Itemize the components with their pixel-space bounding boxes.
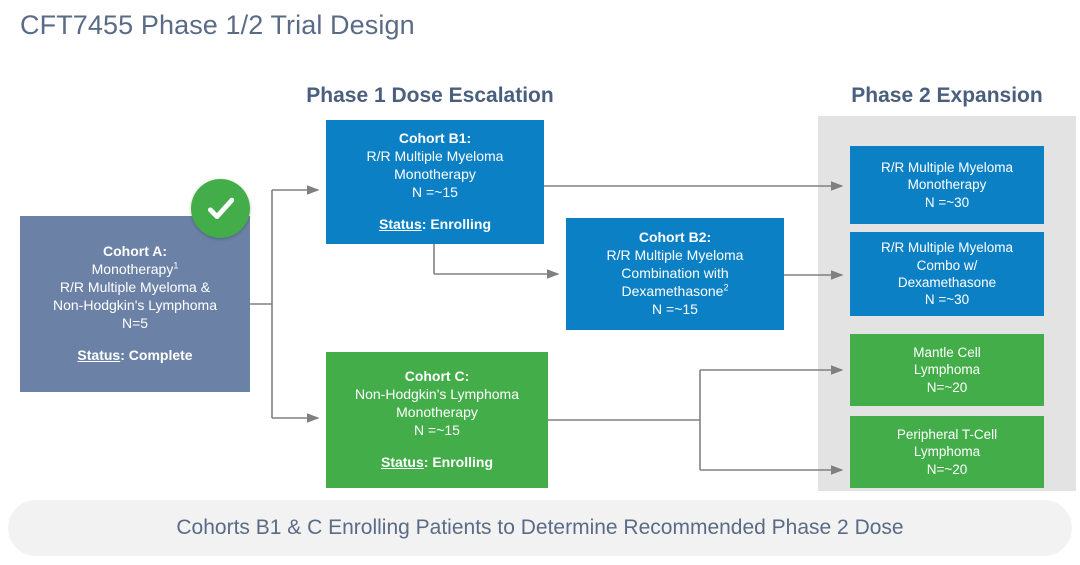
cohort-c-enrollment: N =~15: [414, 421, 460, 438]
cohort-b1-line-1: R/R Multiple Myeloma: [366, 148, 504, 165]
cohort-c-status-value: Enrolling: [432, 453, 494, 470]
phase2-mm-combo-line-2: Combo w/: [916, 257, 978, 273]
cohort-a-line-3: Non-Hodgkin's Lymphoma: [52, 297, 217, 313]
cohort-a-status-value: Complete: [128, 346, 193, 363]
cohort-a-title: Cohort A:: [102, 243, 168, 260]
phase2-ptcl-enrollment: N=~20: [926, 461, 968, 477]
phase2-mm-mono-line-2: Monotherapy: [907, 177, 987, 193]
cohort-b1-status: Status: Enrolling: [378, 215, 492, 232]
cohort-b2-title: Cohort B2:: [638, 229, 712, 246]
cohort-b1-status-value: Enrolling: [430, 215, 492, 232]
phase-1-header: Phase 1 Dose Escalation: [306, 84, 554, 107]
phase-2-header: Phase 2 Expansion: [851, 84, 1043, 107]
cohort-a-enrollment: N=5: [121, 314, 149, 331]
cohort-a-status: Status: Complete: [77, 346, 193, 363]
cohort-b1-title: Cohort B1:: [398, 130, 472, 147]
cohort-b1-status-label: Status: [378, 215, 422, 232]
complete-check-badge: [191, 179, 250, 238]
phase2-ptcl-line-1: Peripheral T-Cell: [896, 427, 998, 443]
phase2-mcl-line-1: Mantle Cell: [913, 345, 981, 361]
footnote-marker-2: 2: [723, 282, 729, 293]
cohort-b2-line-2: Combination with: [621, 265, 729, 282]
footer-banner-text: Cohorts B1 & C Enrolling Patients to Det…: [176, 516, 904, 539]
phase2-mcl-line-2: Lymphoma: [913, 362, 981, 378]
footer-banner: Cohorts B1 & C Enrolling Patients to Det…: [8, 500, 1072, 556]
phase2-mm-monotherapy-box[interactable]: R/R Multiple Myeloma Monotherapy N =~30: [850, 146, 1044, 224]
cohort-b1-line-2: Monotherapy: [394, 166, 476, 183]
phase2-mantle-cell-lymphoma-box[interactable]: Mantle Cell Lymphoma N=~20: [850, 334, 1044, 406]
cohort-c-status-label: Status: [380, 453, 424, 470]
cohort-b2-line-3: Dexamethasone2: [621, 282, 729, 299]
phase2-mm-mono-enrollment: N =~30: [924, 194, 970, 210]
cohort-b1-enrollment: N =~15: [412, 183, 458, 200]
phase2-ptcl-line-2: Lymphoma: [913, 444, 981, 460]
cohort-c-title: Cohort C:: [404, 368, 470, 385]
cohort-c-status: Status: Enrolling: [380, 453, 494, 470]
cohort-a-line-2: R/R Multiple Myeloma &: [59, 279, 211, 296]
cohort-c-box[interactable]: Cohort C: Non-Hodgkin's Lymphoma Monothe…: [326, 352, 548, 488]
phase2-mm-combo-line-3: Dexamethasone: [897, 275, 997, 290]
cohort-a-box[interactable]: Cohort A: Monotherapy1 R/R Multiple Myel…: [20, 216, 250, 392]
page-title: CFT7455 Phase 1/2 Trial Design: [20, 10, 415, 40]
cohort-c-line-2: Monotherapy: [396, 404, 478, 421]
phase2-mm-combo-box[interactable]: R/R Multiple Myeloma Combo w/ Dexamethas…: [850, 232, 1044, 316]
cohort-a-status-label: Status: [77, 346, 121, 363]
cohort-b1-box[interactable]: Cohort B1: R/R Multiple Myeloma Monother…: [326, 120, 544, 244]
phase2-peripheral-t-cell-lymphoma-box[interactable]: Peripheral T-Cell Lymphoma N=~20: [850, 416, 1044, 488]
footnote-marker-1: 1: [173, 260, 179, 271]
cohort-b2-enrollment: N =~15: [652, 300, 698, 317]
phase2-mm-combo-enrollment: N =~30: [924, 292, 970, 308]
cohort-b2-line-1: R/R Multiple Myeloma: [606, 247, 744, 264]
phase2-mm-mono-line-1: R/R Multiple Myeloma: [880, 160, 1014, 176]
cohort-c-line-1: Non-Hodgkin's Lymphoma: [354, 386, 519, 403]
check-icon: [207, 197, 234, 219]
cohort-b2-box[interactable]: Cohort B2: R/R Multiple Myeloma Combinat…: [566, 218, 784, 330]
phase2-mcl-enrollment: N=~20: [926, 379, 968, 395]
cohort-a-line-1: Monotherapy1: [91, 260, 179, 278]
phase2-mm-combo-line-1: R/R Multiple Myeloma: [880, 240, 1014, 256]
